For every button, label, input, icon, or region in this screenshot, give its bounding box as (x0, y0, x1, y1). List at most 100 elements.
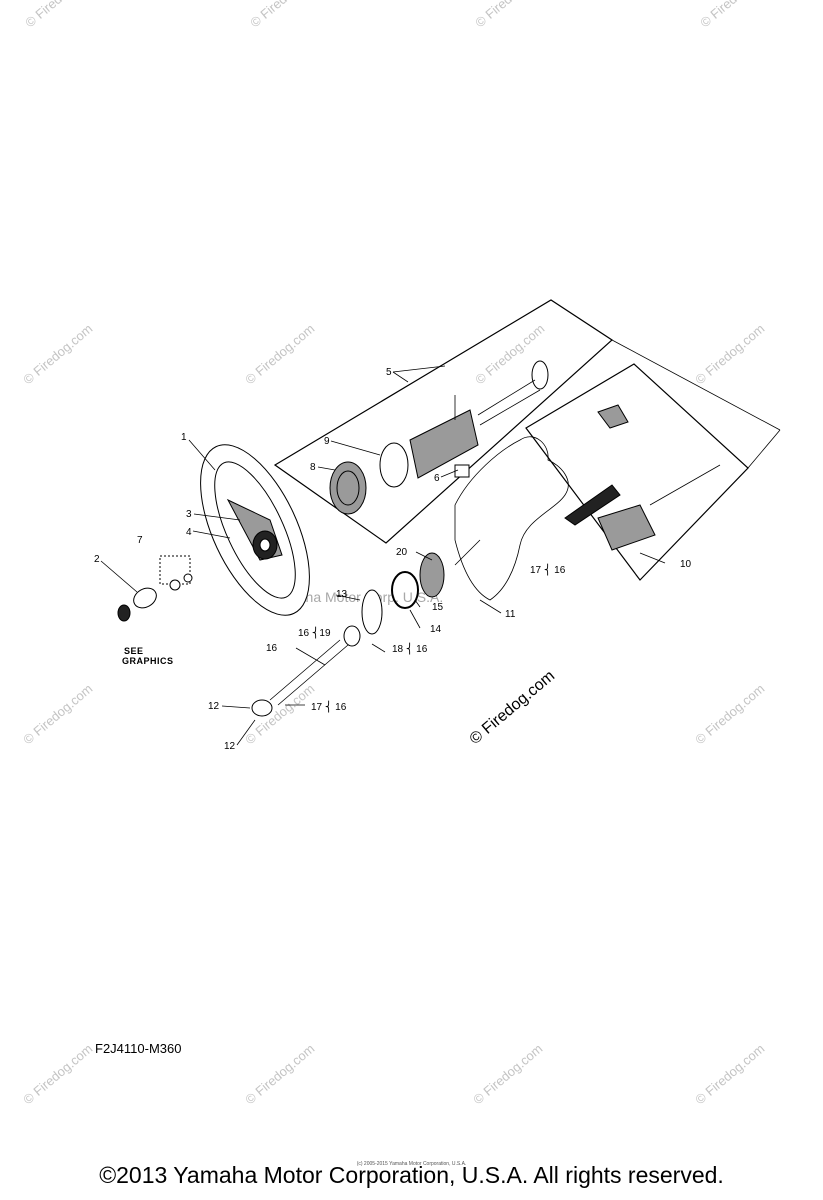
callout-15: 15 (432, 602, 444, 613)
leader-line (392, 371, 409, 383)
callout-12: 12 (208, 701, 220, 712)
leader-line (611, 339, 781, 431)
callout-12: 12 (224, 741, 236, 752)
callout-16-19: 16 ⎨19 (298, 626, 331, 639)
callout-18-16: 18 ⎨ 16 (392, 642, 428, 655)
column-flange (531, 360, 549, 390)
leader-line (295, 647, 326, 666)
throttle-assembly (564, 404, 721, 551)
leader-line (100, 560, 138, 593)
watermark: © Firedog.com (20, 681, 95, 747)
leader-line (415, 551, 433, 561)
watermark: © Firedog.com (692, 681, 767, 747)
washer (183, 573, 193, 583)
callout-11: 11 (505, 609, 516, 620)
leader-line (330, 440, 381, 456)
tilt-mechanism (409, 409, 479, 479)
callout-5: 5 (386, 367, 392, 378)
watermark: © Firedog.com (692, 321, 767, 387)
leader-line (192, 530, 231, 539)
watermark-center: Yamaha Motor Corp. U.S.A. (270, 589, 443, 605)
leader-lines (100, 365, 666, 746)
watermark: © Firedog.com (20, 321, 95, 387)
copyright-notice: ©2013 Yamaha Motor Corporation, U.S.A. A… (99, 1162, 724, 1188)
callout-20: 20 (396, 547, 408, 558)
callout-16: 16 (266, 643, 278, 654)
callout-9: 9 (324, 436, 330, 447)
clip-part-6 (454, 464, 470, 478)
shaft-upper (454, 539, 481, 566)
throttle-bracket (597, 404, 629, 429)
clamp-part-14 (391, 571, 419, 609)
frame-assembly-10 (525, 363, 749, 581)
throttle-shaft (649, 464, 721, 506)
boot-ribs (336, 470, 360, 506)
watermark: © Firedog.com (242, 321, 317, 387)
callout-14: 14 (430, 624, 442, 635)
callout-8: 8 (310, 462, 316, 473)
shaft-part-16b (277, 644, 349, 706)
universal-joint-12 (251, 699, 273, 717)
watermark: © Firedog.com (20, 1041, 95, 1107)
callout-1: 1 (181, 432, 187, 443)
frame-assembly-5 (273, 299, 613, 544)
leader-line (409, 609, 421, 629)
watermark: © Firedog.com (22, 0, 97, 30)
ring-part-9 (379, 442, 409, 488)
fine-print: (c) 2005-2015 Yamaha Motor Corporation, … (356, 1161, 467, 1167)
boot-part-20 (419, 552, 445, 598)
rod (479, 389, 541, 426)
leader-line (188, 439, 216, 471)
hub-nut (133, 587, 157, 609)
leader-line (371, 643, 386, 653)
watermark: © Firedog.com (472, 0, 547, 30)
callout-10: 10 (680, 559, 692, 570)
watermark: © Firedog.com (692, 1041, 767, 1107)
leader-line (639, 552, 666, 564)
callout-2: 2 (94, 554, 100, 565)
boot-part-8 (329, 461, 367, 515)
watermark-dark: © Firedog.com (467, 667, 558, 748)
boot-part-13 (361, 589, 383, 635)
leader-line (392, 365, 446, 373)
leader-line (317, 466, 336, 471)
graphics-label: GRAPHICS (122, 656, 174, 666)
wheel-hub-center (259, 538, 271, 552)
callout-17-16: 17 ⎨ 16 (530, 563, 566, 576)
leader-line (221, 705, 251, 709)
throttle-pedal (564, 484, 621, 526)
leader-line (440, 469, 459, 478)
leader-line (414, 599, 421, 608)
watermark: © Firedog.com (697, 0, 772, 30)
leader-line (747, 429, 781, 469)
rod (477, 379, 536, 416)
see-label: SEE (124, 646, 144, 656)
leader-line (335, 594, 361, 601)
watermark: © Firedog.com (242, 1041, 317, 1107)
joint-part (343, 625, 361, 647)
callout-6: 6 (434, 473, 440, 484)
emblem (117, 604, 131, 622)
leader-line (193, 513, 241, 521)
leader-line (236, 719, 256, 746)
leader-line (479, 599, 502, 614)
bracket-plate-outline (454, 436, 569, 601)
throttle-body (597, 504, 656, 551)
lower-shaft (251, 539, 481, 717)
callout-17-16: 17 ⎨ 16 (311, 700, 347, 713)
column-assembly (329, 360, 549, 515)
shaft-part-16 (269, 639, 341, 701)
assembly-frames (273, 299, 781, 601)
callouts: 1 2 3 4 5 6 7 8 9 10 11 12 12 13 14 15 1… (94, 367, 692, 752)
callout-3: 3 (186, 509, 192, 520)
callout-7: 7 (137, 535, 143, 546)
watermark: © Firedog.com (470, 1041, 545, 1107)
washer (169, 579, 181, 591)
diagram-code: F2J4110-M360 (95, 1041, 182, 1056)
hub-parts (117, 555, 193, 622)
callout-13: 13 (336, 589, 348, 600)
steering-wheel (200, 444, 310, 616)
watermark: © Firedog.com (242, 681, 317, 747)
watermark: © Firedog.com (247, 0, 322, 30)
